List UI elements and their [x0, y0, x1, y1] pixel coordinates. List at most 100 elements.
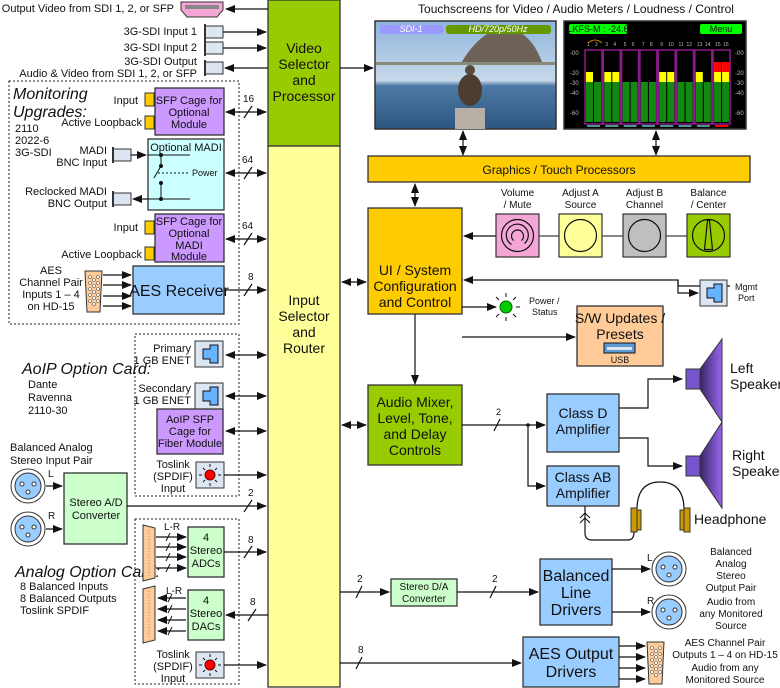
meter-pair-frame — [620, 49, 640, 125]
meter-scale-label: -40 — [735, 91, 744, 97]
meter-channel-label: 7 — [642, 42, 645, 48]
ui-control-text: Configuration — [373, 278, 456, 294]
meter-bar — [703, 82, 711, 122]
aes-drivers-text: AES Output — [529, 646, 614, 663]
aoip-item: Dante — [28, 379, 57, 391]
aoip-sfp-text: Cage for — [169, 426, 212, 438]
bnc-connector-icon — [204, 25, 224, 39]
meter-channel-label: 12 — [687, 42, 693, 48]
bnc-connector-icon — [112, 192, 132, 206]
ui-control-box — [367, 207, 463, 315]
headphone-icon — [630, 481, 691, 533]
meter-channel-label: 6 — [632, 42, 635, 48]
sdi-output-sublabel: Audio & Video from SDI 1, 2, or SFP — [19, 68, 197, 80]
analog-out-label: Stereo — [716, 571, 746, 582]
sdi-output-label: 3G-SDI Output — [124, 56, 197, 68]
sfp-madi-text: Optional — [169, 228, 210, 240]
adjust-b-channel-knob[interactable] — [622, 213, 667, 258]
analog-card-title: Analog Option Card: — [14, 564, 160, 581]
aes-out-sublabel: Audio from any — [691, 663, 758, 674]
sfp-cage-text: Module — [171, 119, 207, 131]
meter-scale-label: -40 — [570, 91, 579, 97]
bus-width-label: 2 — [492, 574, 498, 585]
adcs-text: 4 — [203, 532, 209, 544]
class-d-amplifier-box — [546, 393, 620, 453]
knob-label: / Mute — [504, 200, 532, 211]
meter-scale-label: -20 — [570, 71, 579, 77]
hdmi-output: HDMI Output Video from SDI 1, 2, or SFP — [0, 1, 268, 18]
meter-pair-frame — [584, 49, 603, 125]
meter-bar-yellow — [667, 72, 675, 82]
knob-label: / Center — [691, 200, 727, 211]
meter-bar — [604, 81, 612, 122]
menu-button-text[interactable]: Menu — [710, 24, 733, 34]
video-selector-line: Processor — [272, 88, 335, 104]
meter-channel-label: 8 — [650, 42, 653, 48]
meter-bar-yellow — [695, 72, 703, 82]
right-speaker-label: Right — [732, 447, 765, 463]
ethernet-port-icon — [194, 340, 224, 368]
meter-peak-indicator — [678, 125, 692, 127]
video-selector-line: Video — [286, 40, 322, 56]
aoip-item: Ravenna — [28, 392, 73, 404]
meter-bar — [612, 81, 620, 122]
volume-mute-knob[interactable] — [495, 213, 540, 258]
headphone-jack-icon — [579, 512, 591, 524]
sfp-port-icon — [144, 246, 155, 261]
sfp-cage-text: Optional — [169, 107, 210, 119]
input-router-line: Input — [288, 292, 319, 308]
aoip-title: AoIP Option Card: — [21, 361, 151, 378]
meter-peak-indicator — [605, 125, 619, 127]
stereo-da-converter-box — [390, 578, 458, 607]
monitoring-item: 3G-SDI — [15, 147, 52, 159]
toslink-label: Input — [161, 673, 185, 685]
aoip-item: 2110-30 — [28, 405, 68, 417]
toslink-label: (SPDIF) — [153, 661, 193, 673]
bus-width-label: 2 — [248, 488, 254, 499]
ui-control-text: UI / System — [379, 262, 451, 278]
analog-out-sublabel: any Monitored — [699, 609, 762, 620]
usb-port-icon[interactable] — [603, 342, 636, 354]
left-channel-label: L — [48, 469, 54, 480]
meter-bar-yellow — [659, 72, 667, 82]
meter-pair-frame — [602, 49, 622, 125]
aes-receiver-label: AES Receiver — [129, 283, 229, 300]
aes-out-label: Outputs 1 – 4 on HD-15 — [672, 650, 778, 661]
aes-out-sublabel: Monitored Source — [686, 675, 765, 686]
sfp-madi-cage-box — [154, 213, 225, 263]
source-badge-text: SDI-1 — [399, 24, 422, 34]
sdi-input-1-label: 3G-SDI Input 1 — [124, 26, 197, 38]
toslink-label: Toslink — [156, 649, 190, 661]
lr-label: L-R — [166, 586, 182, 597]
monitoring-item: 2110 — [15, 123, 39, 135]
sdi-input-1: 3G-SDI Input 1 — [124, 24, 267, 40]
meter-bar — [586, 80, 593, 122]
analog-option-card: Analog Option Card: 8 Balanced Inputs 8 … — [14, 518, 268, 685]
aes-out-label: AES Channel Pair — [685, 638, 766, 649]
madi-in-label: BNC Input — [56, 157, 107, 169]
xlr-output-connector-icon — [651, 551, 687, 587]
meter-channel-label: 15 — [715, 42, 721, 48]
meter-peak-indicator — [641, 125, 655, 127]
sfp-input-label: Input — [114, 95, 138, 107]
power-status-led-icon — [495, 293, 520, 321]
meter-scale-label: -00 — [735, 51, 744, 57]
meter-bar — [685, 82, 693, 122]
menu-button[interactable] — [700, 24, 742, 34]
knob-icon — [563, 218, 598, 253]
ad-converter-text: Converter — [72, 510, 121, 522]
mgmt-ethernet-port-icon[interactable] — [699, 279, 728, 307]
monitoring-title: Upgrades: — [13, 104, 87, 121]
meter-channel-label: 1 — [587, 42, 590, 48]
analog-card-item: Toslink SPDIF — [20, 605, 89, 617]
line-drivers-text: Line — [561, 585, 591, 602]
sfp-madi-input-label: Input — [114, 222, 138, 234]
meter-peak-indicator — [623, 125, 637, 127]
meter-channel-label: 2 — [595, 42, 598, 48]
meter-bar — [677, 82, 685, 122]
meter-channel-label: 16 — [723, 42, 729, 48]
rock-shape — [460, 28, 542, 65]
adjust-a-source-knob[interactable] — [558, 213, 603, 258]
db25-connector-icon — [142, 585, 156, 644]
